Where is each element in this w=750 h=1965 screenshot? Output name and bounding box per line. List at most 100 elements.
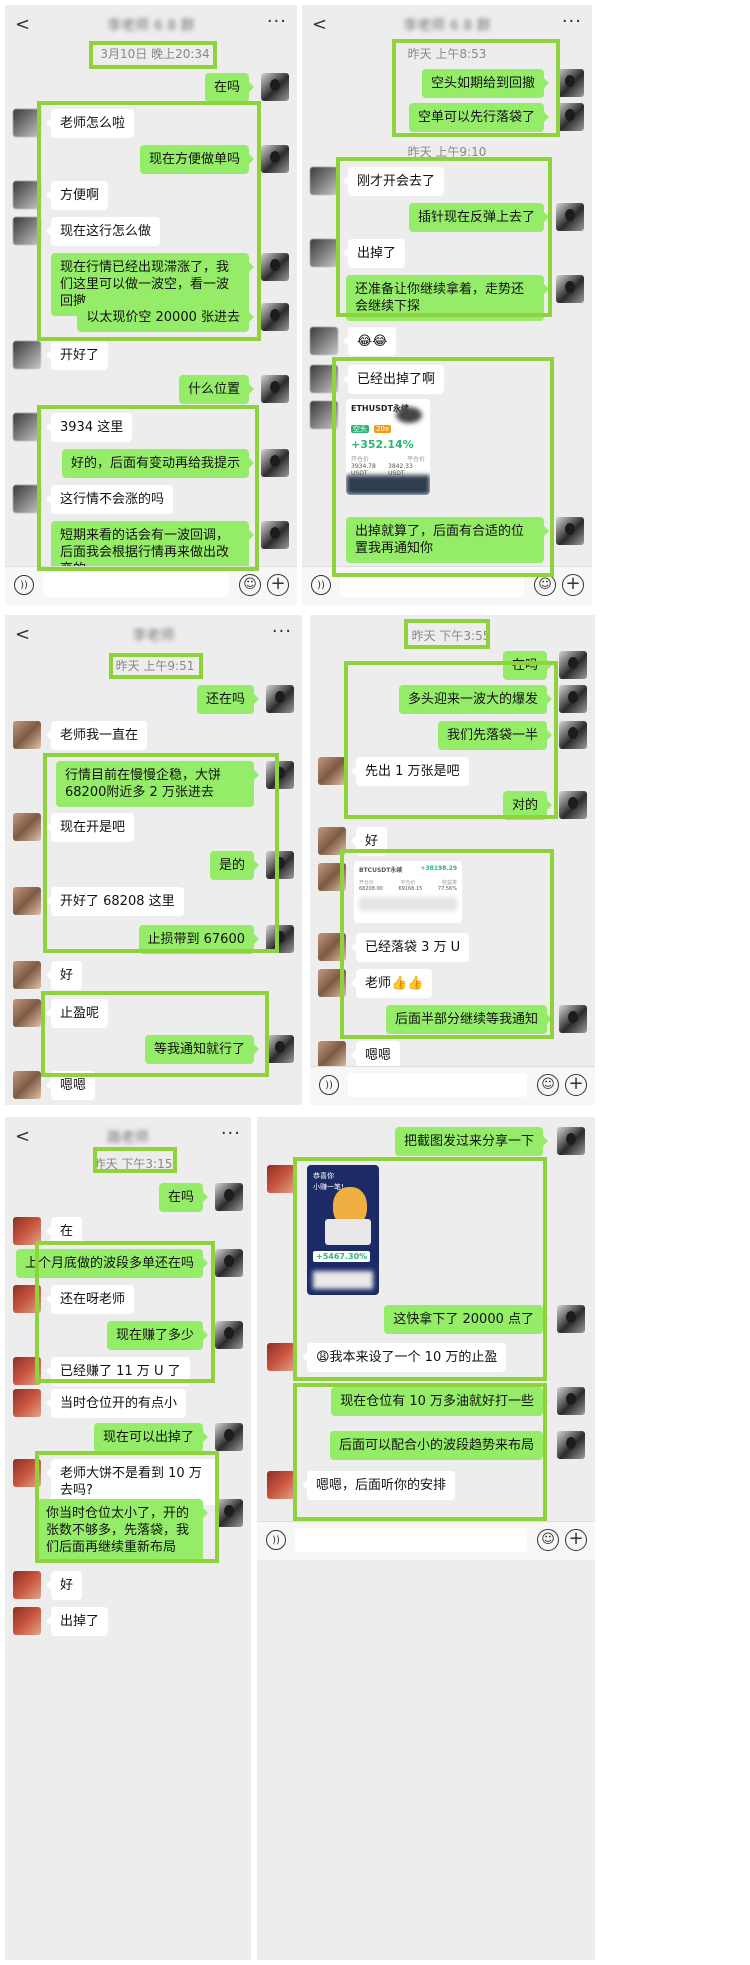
avatar[interactable] [557, 1305, 585, 1333]
card-symbol: BTCUSDT永续 [359, 867, 403, 874]
plus-icon[interactable]: + [565, 1074, 587, 1096]
back-icon[interactable]: < [15, 1126, 31, 1147]
avatar[interactable] [13, 887, 41, 915]
back-icon[interactable]: < [15, 624, 31, 645]
avatar[interactable] [318, 757, 346, 785]
plus-icon[interactable]: + [267, 574, 289, 596]
avatar[interactable] [13, 1607, 41, 1635]
more-icon[interactable]: ··· [266, 11, 287, 32]
avatar[interactable] [13, 1389, 41, 1417]
back-icon[interactable]: < [312, 14, 328, 35]
voice-icon[interactable]: )) [266, 1530, 286, 1550]
voice-icon[interactable]: )) [319, 1075, 339, 1095]
message-input[interactable] [295, 1528, 527, 1552]
avatar[interactable] [556, 69, 584, 97]
avatar[interactable] [318, 827, 346, 855]
avatar[interactable] [557, 1431, 585, 1459]
voice-icon[interactable]: )) [311, 575, 331, 595]
voice-icon[interactable]: )) [14, 575, 34, 595]
timestamp: 昨天 上午9:10 [407, 145, 487, 159]
message-bubble: 现在这行怎么做 [45, 217, 161, 246]
avatar[interactable] [261, 253, 289, 281]
plus-icon[interactable]: + [562, 574, 584, 596]
avatar[interactable] [559, 651, 587, 679]
avatar[interactable] [266, 851, 294, 879]
message-input[interactable] [43, 573, 229, 597]
profit-poster-image[interactable]: 恭喜你 小赚一笔! +5467.30% [307, 1165, 379, 1295]
avatar[interactable] [556, 203, 584, 231]
avatar[interactable] [261, 303, 289, 331]
avatar[interactable] [310, 239, 338, 267]
avatar[interactable] [261, 73, 289, 101]
avatar[interactable] [556, 103, 584, 131]
avatar[interactable] [13, 413, 41, 441]
avatar[interactable] [13, 1571, 41, 1599]
avatar[interactable] [261, 145, 289, 173]
avatar[interactable] [13, 109, 41, 137]
avatar[interactable] [318, 863, 346, 891]
avatar[interactable] [13, 1285, 41, 1313]
back-icon[interactable]: < [15, 14, 31, 35]
avatar[interactable] [310, 401, 338, 429]
plus-icon[interactable]: + [565, 1529, 587, 1551]
message-bubble: 后面半部分继续等我通知 [385, 1005, 553, 1034]
more-icon[interactable]: ··· [271, 621, 292, 642]
avatar[interactable] [13, 1071, 41, 1099]
emoji-icon[interactable]: ☺ [534, 574, 556, 596]
avatar[interactable] [310, 167, 338, 195]
emoji-icon[interactable]: ☺ [537, 1074, 559, 1096]
avatar[interactable] [557, 1387, 585, 1415]
avatar[interactable] [267, 1343, 295, 1371]
message-input[interactable] [340, 573, 524, 597]
avatar[interactable] [215, 1423, 243, 1451]
avatar[interactable] [261, 449, 289, 477]
avatar[interactable] [559, 1005, 587, 1033]
avatar[interactable] [310, 327, 338, 355]
avatar[interactable] [266, 685, 294, 713]
avatar[interactable] [13, 1357, 41, 1385]
message-bubble: 在 [45, 1217, 83, 1246]
message-input[interactable] [348, 1073, 527, 1097]
avatar[interactable] [261, 521, 289, 549]
more-icon[interactable]: ··· [220, 1123, 241, 1144]
avatar[interactable] [13, 1459, 41, 1487]
avatar[interactable] [310, 365, 338, 393]
trade-screenshot-card[interactable]: ETHUSDT永续 空头 20x +352.14% 开仓价 平仓价 3934.7… [346, 399, 430, 495]
avatar[interactable] [267, 1165, 295, 1193]
avatar[interactable] [215, 1183, 243, 1211]
avatar[interactable] [13, 813, 41, 841]
trade-screenshot-card[interactable]: BTCUSDT永续 +38198.29 开仓价 平仓价 收益率 68208.00… [354, 861, 462, 923]
avatar[interactable] [556, 275, 584, 303]
avatar[interactable] [266, 1035, 294, 1063]
more-icon[interactable]: ··· [561, 11, 582, 32]
avatar[interactable] [215, 1249, 243, 1277]
avatar[interactable] [318, 969, 346, 997]
emoji-icon[interactable]: ☺ [239, 574, 261, 596]
avatar[interactable] [266, 761, 294, 789]
emoji-icon[interactable]: ☺ [537, 1529, 559, 1551]
avatar[interactable] [556, 517, 584, 545]
avatar[interactable] [13, 961, 41, 989]
avatar[interactable] [318, 933, 346, 961]
avatar[interactable] [559, 791, 587, 819]
avatar[interactable] [557, 1127, 585, 1155]
chat-title: 李老师 6 8 群 [403, 18, 491, 34]
avatar[interactable] [559, 721, 587, 749]
message-bubble: 😩我本来设了一个 10 万的止盈 [301, 1343, 507, 1372]
avatar[interactable] [13, 181, 41, 209]
avatar[interactable] [13, 1217, 41, 1245]
avatar[interactable] [318, 1041, 346, 1069]
avatar[interactable] [559, 685, 587, 713]
avatar[interactable] [13, 217, 41, 245]
avatar[interactable] [215, 1321, 243, 1349]
avatar[interactable] [13, 999, 41, 1027]
message-bubble: 已经出掉了啊 [342, 365, 445, 394]
avatar[interactable] [13, 485, 41, 513]
avatar[interactable] [267, 1471, 295, 1499]
avatar[interactable] [13, 721, 41, 749]
avatar[interactable] [266, 925, 294, 953]
avatar[interactable] [261, 375, 289, 403]
avatar[interactable] [215, 1499, 243, 1527]
message-bubble: 老师我一直在 [45, 721, 148, 750]
avatar[interactable] [13, 341, 41, 369]
